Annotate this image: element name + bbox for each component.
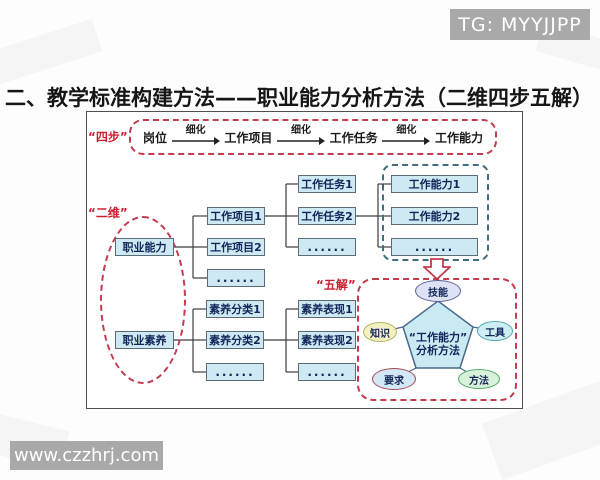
node-work-project-1: 工作项目1 xyxy=(207,207,265,225)
node-work-task-more: ...... xyxy=(298,238,356,256)
flow-node-project: 工作项目 xyxy=(224,130,273,145)
label-two-dimensions: “二维” xyxy=(88,206,128,220)
flow-node-post: 岗位 xyxy=(143,130,168,145)
pentagon-title: “工作能力” 分析方法 xyxy=(398,331,478,357)
four-step-flow-container: 岗位 细化 工作项目 细化 工作任务 细化 工作能力 xyxy=(129,119,497,155)
node-work-task-1: 工作任务1 xyxy=(298,175,356,193)
pentagon-title-line2: 分析方法 xyxy=(416,344,460,357)
node-occupational-ability: 职业能力 xyxy=(115,238,174,256)
diagram-panel: 岗位 细化 工作项目 细化 工作任务 细化 工作能力 xyxy=(86,111,523,409)
tree-connectors xyxy=(174,183,391,373)
node-quality-expression-more: ...... xyxy=(298,363,356,381)
flow-node-task: 工作任务 xyxy=(329,130,378,145)
node-quality-expression-2: 素养表现2 xyxy=(298,331,356,349)
refine-arrow: 细化 xyxy=(276,124,326,145)
label-four-steps: “四步” xyxy=(88,130,128,144)
node-work-task-2: 工作任务2 xyxy=(298,207,356,225)
pentagon-title-line1: “工作能力” xyxy=(408,331,468,344)
node-work-ability-1: 工作能力1 xyxy=(391,175,478,193)
refine-arrow: 细化 xyxy=(171,124,221,145)
right-arrow-icon xyxy=(171,136,220,145)
site-watermark-badge: www.czzhrj.com xyxy=(10,441,163,470)
page-title: 二、教学标准构建方法——职业能力分析方法（二维四步五解） xyxy=(5,86,593,110)
pentagon-node-skill: 技能 xyxy=(415,280,461,302)
node-occupational-quality: 职业素养 xyxy=(115,331,174,349)
pentagon-node-requirement: 要求 xyxy=(372,368,416,390)
label-five-jie: “五解” xyxy=(316,278,356,292)
watermark-shape xyxy=(0,18,103,92)
two-dimension-ellipse xyxy=(100,216,186,384)
node-work-project-more: ...... xyxy=(207,269,265,287)
pentagon-node-knowledge: 知识 xyxy=(363,322,397,342)
tg-watermark-badge: TG: MYYJJPP xyxy=(450,9,590,40)
right-arrow-icon xyxy=(277,136,325,145)
node-quality-expression-1: 素养表现1 xyxy=(298,300,356,318)
node-work-ability-more: ...... xyxy=(391,238,478,256)
pentagon-node-method: 方法 xyxy=(458,369,500,389)
node-work-ability-2: 工作能力2 xyxy=(391,207,478,225)
refine-arrow-label: 细化 xyxy=(291,124,311,136)
pentagon-node-tool: 工具 xyxy=(477,321,513,341)
node-work-project-2: 工作项目2 xyxy=(207,238,265,256)
node-quality-category-2: 素养分类2 xyxy=(206,331,264,349)
node-quality-category-more: ...... xyxy=(206,363,264,381)
refine-arrow: 细化 xyxy=(381,124,431,145)
node-quality-category-1: 素养分类1 xyxy=(206,300,264,318)
flow-node-ability: 工作能力 xyxy=(434,130,483,145)
down-arrow-icon xyxy=(423,258,451,280)
right-arrow-icon xyxy=(382,136,431,145)
refine-arrow-label: 细化 xyxy=(185,124,206,136)
refine-arrow-label: 细化 xyxy=(396,124,417,136)
